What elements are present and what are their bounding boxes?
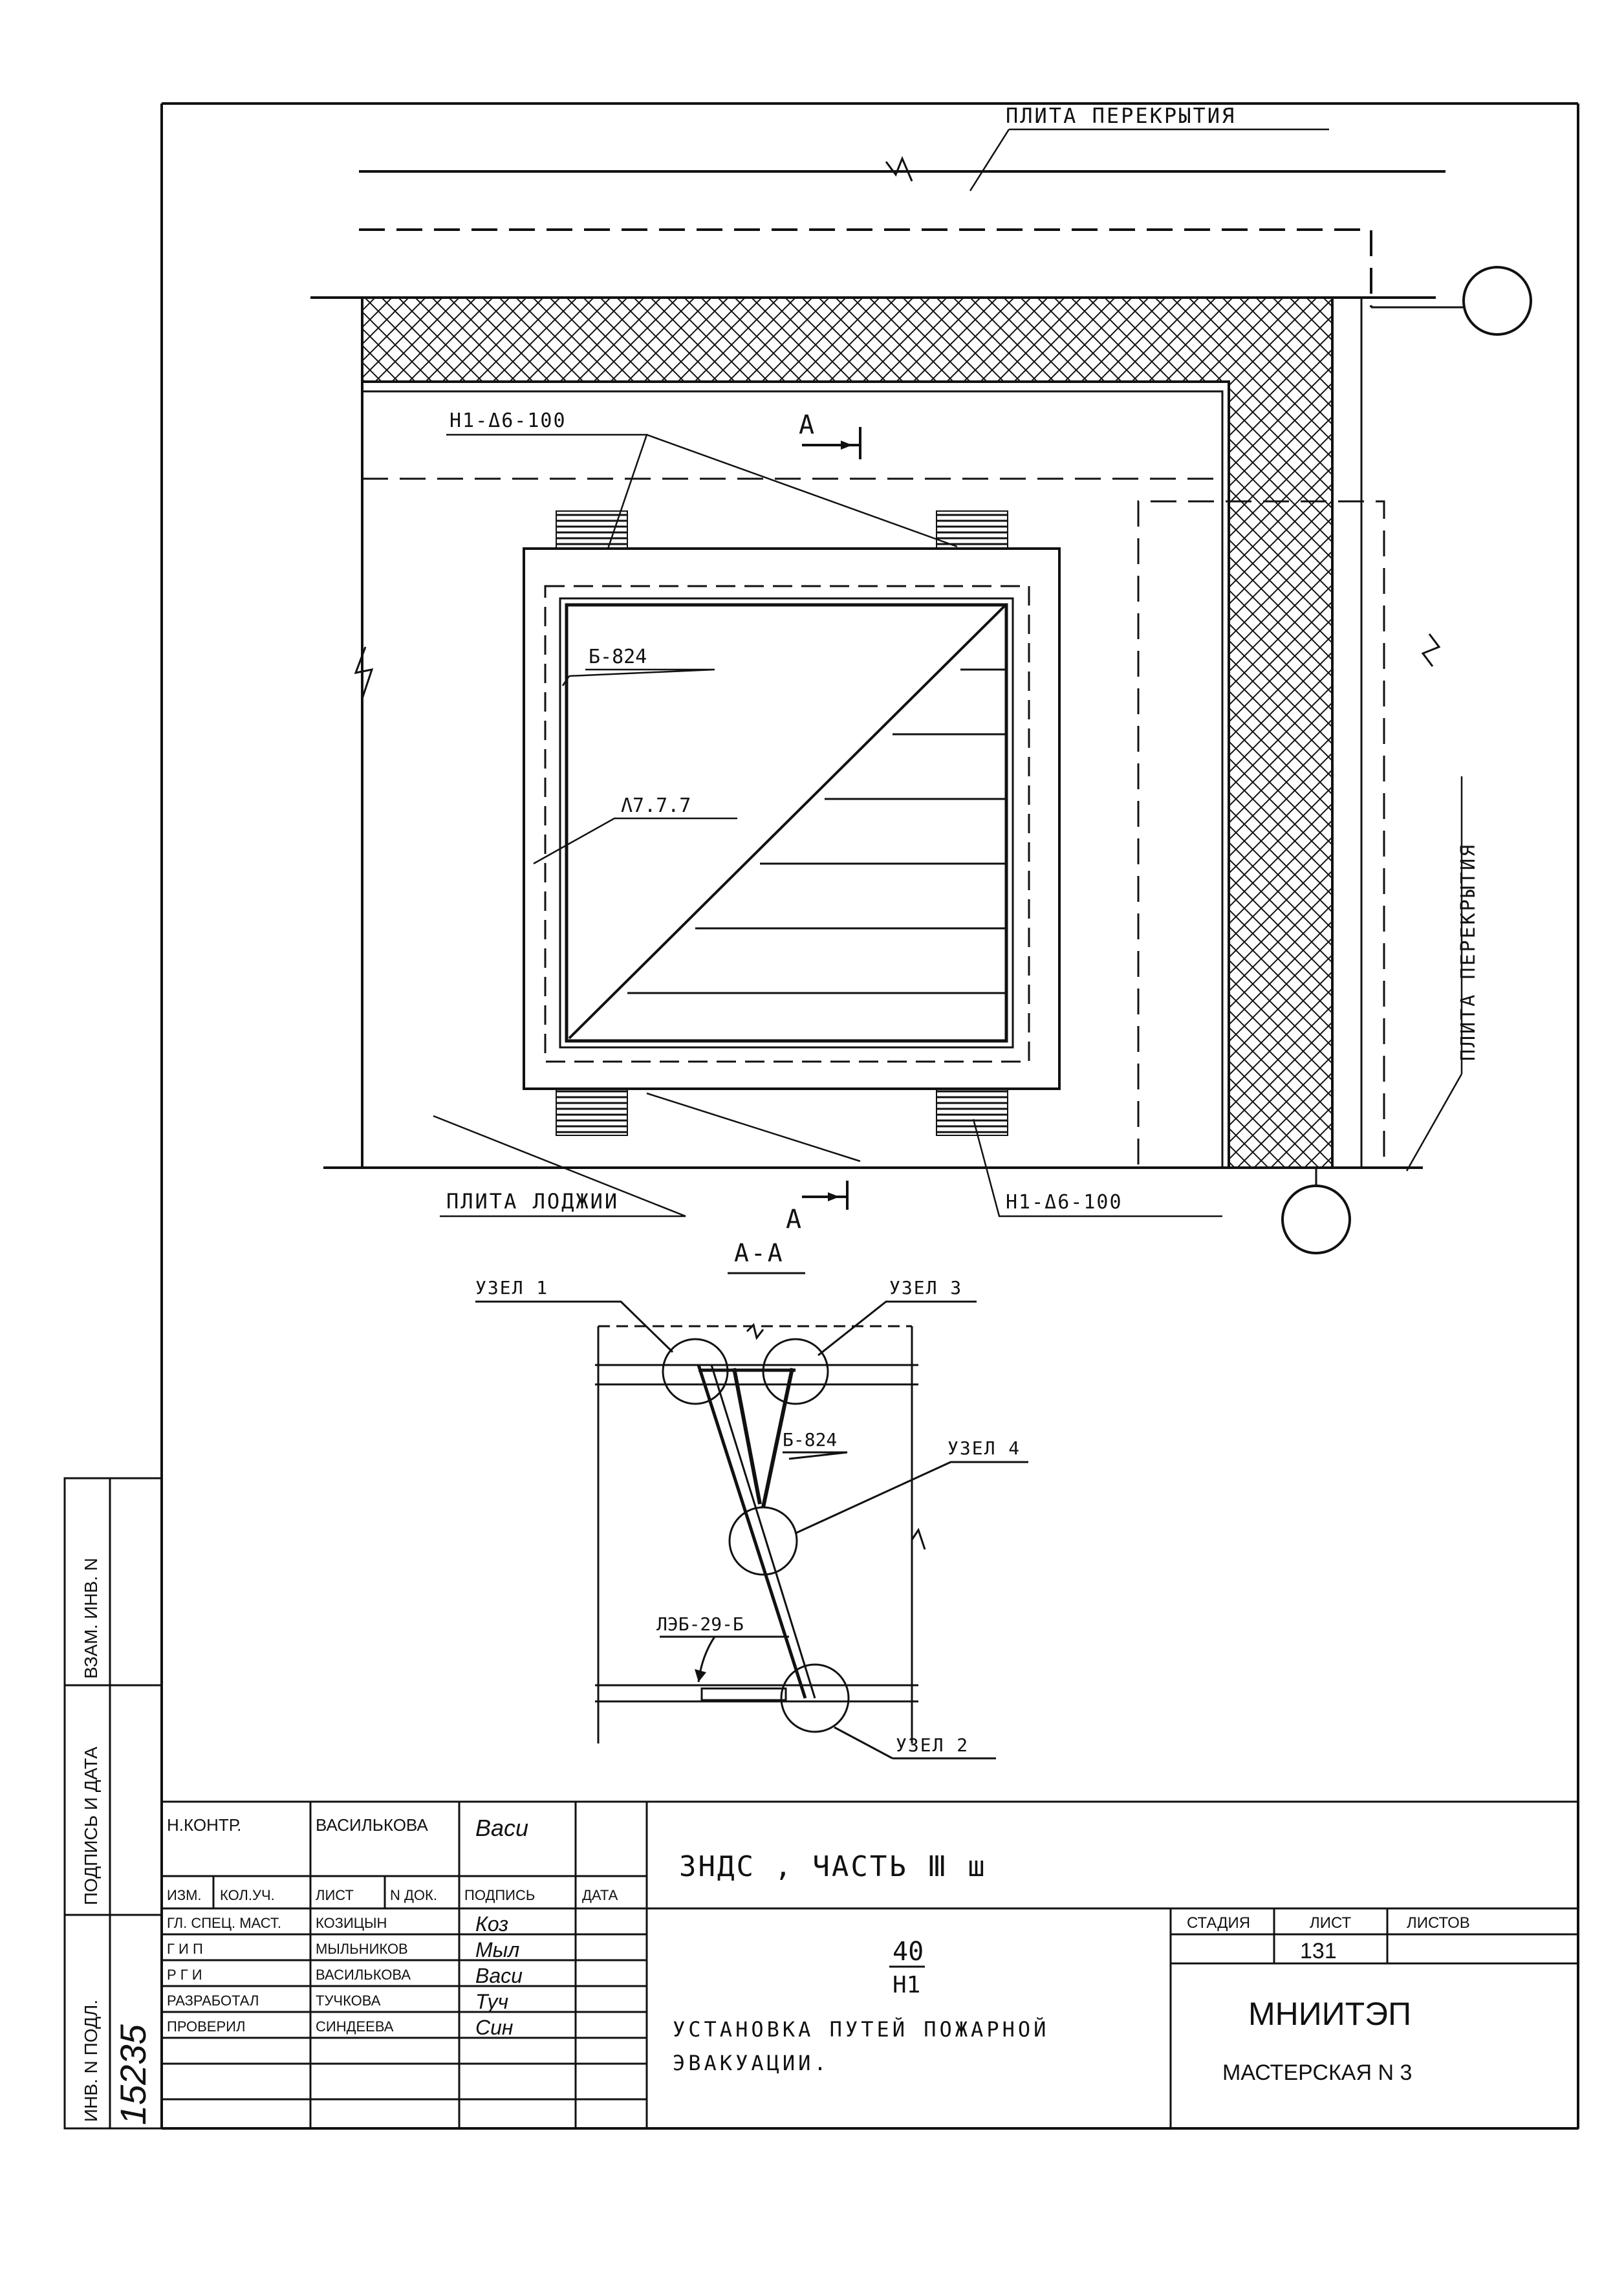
code-numerator: 40 [893, 1937, 924, 1967]
sign-3: Васи [475, 1964, 523, 1987]
name-0: ВАСИЛЬКОВА [316, 1815, 428, 1835]
sign-5: Син [475, 2016, 514, 2039]
code-denominator: Н1 [893, 1972, 920, 1998]
org-name: МНИИТЭП [1248, 1996, 1411, 2032]
description-line1: УСТАНОВКА ПУТЕЙ ПОЖАРНОЙ [673, 2017, 1049, 2042]
workshop: МАСТЕРСКАЯ N 3 [1222, 2060, 1412, 2085]
sheet-header: ЛИСТ [1310, 1914, 1352, 1932]
name-4: ТУЧКОВА [316, 1993, 381, 2009]
role-4: РАЗРАБОТАЛ [167, 1993, 259, 2009]
hdr-0: ИЗМ. [167, 1887, 202, 1903]
description-line2: ЭВАКУАЦИИ. [673, 2051, 830, 2075]
name-5: СИНДЕЕВА [316, 2018, 394, 2035]
hdr-5: ДАТА [582, 1887, 618, 1903]
section-a-a: А-А [475, 1239, 1028, 1760]
label-slab-top: ПЛИТА ПЕРЕКРЫТИЯ [1006, 104, 1236, 128]
hdr-3: N ДОК. [390, 1887, 437, 1903]
stamp-inv-number: 15235 [113, 2024, 153, 2125]
hdr-1: КОЛ.УЧ. [220, 1887, 275, 1903]
grid-axis-circle [1462, 266, 1532, 336]
label-anchor-bottom: Н1-Δ6-100 [1006, 1191, 1123, 1214]
title-block-grid [160, 1800, 1579, 2130]
stamp-vzam: ВЗАМ. ИНВ. N [81, 1558, 101, 1679]
sheet-value: 131 [1300, 1939, 1337, 1963]
project-title: ЗНДС , ЧАСТЬ Ⅲ ш [679, 1850, 987, 1883]
stamp-podpis: ПОДПИСЬ И ДАТА [81, 1747, 101, 1905]
node-1-label: УЗЕЛ 1 [475, 1277, 548, 1298]
section-mark-bottom: А [786, 1205, 801, 1234]
grid-axis-circle [1281, 1185, 1351, 1254]
label-slab-right: ПЛИТА ПЕРЕКРЫТИЯ [1457, 843, 1480, 1061]
sign-1: Коз [475, 1912, 508, 1936]
name-1: КОЗИЦЫН [316, 1915, 387, 1931]
section-frame-label: Б-824 [783, 1429, 837, 1450]
name-2: МЫЛЬНИКОВ [316, 1941, 408, 1957]
node-3-label: УЗЕЛ 3 [889, 1277, 962, 1298]
name-3: ВАСИЛЬКОВА [316, 1967, 411, 1983]
role-5: ПРОВЕРИЛ [167, 2018, 245, 2035]
label-anchor-top: Н1-Δ6-100 [449, 410, 567, 432]
node-4-label: УЗЕЛ 4 [947, 1437, 1021, 1459]
ladder-label: ЛЭБ-29-Б [656, 1613, 744, 1635]
sheets-header: ЛИСТОВ [1407, 1914, 1470, 1932]
role-1: ГЛ. СПЕЦ. МАСТ. [167, 1915, 281, 1931]
hdr-2: ЛИСТ [316, 1887, 354, 1903]
section-mark-top: А [799, 410, 814, 440]
sign-4: Туч [475, 1990, 508, 2013]
role-0: Н.КОНТР. [167, 1815, 241, 1835]
section-title: А-А [734, 1239, 785, 1267]
label-hatch: Λ7.7.7 [621, 794, 691, 817]
plan-view: ПЛИТА ПЕРЕКРЫТИЯ ПЛИТА ПЕРЕКРЫТИЯ ПЛИТА … [310, 104, 1532, 1254]
stamp-inv: ИНВ. N ПОДЛ. [81, 2000, 101, 2122]
stage-header: СТАДИЯ [1187, 1914, 1250, 1932]
node-2-label: УЗЕЛ 2 [896, 1734, 969, 1756]
sign-2: Мыл [475, 1938, 519, 1961]
role-3: Р Г И [167, 1967, 202, 1983]
hdr-4: ПОДПИСЬ [464, 1887, 535, 1903]
role-2: Г И П [167, 1941, 203, 1957]
sign-0: Васи [475, 1815, 528, 1841]
label-frame: Б-824 [589, 646, 647, 668]
label-loggia: ПЛИТА ЛОДЖИИ [446, 1189, 619, 1214]
